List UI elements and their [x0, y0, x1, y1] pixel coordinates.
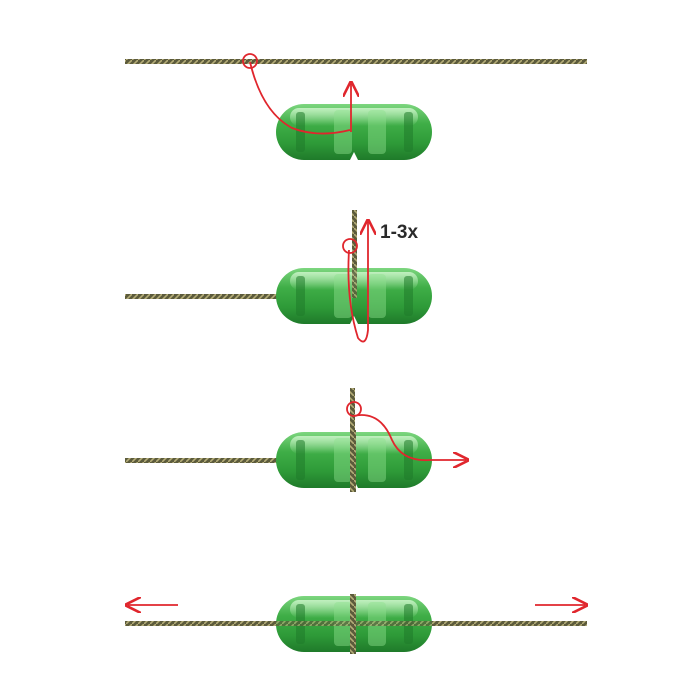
bead-stopper [276, 104, 432, 160]
red-thread [249, 61, 351, 135]
repeat-label: 1-3x [380, 222, 418, 243]
vertical-line [352, 210, 357, 298]
step-2: 1-3x [125, 210, 432, 343]
red-thread [352, 414, 466, 460]
loop-circle [342, 238, 358, 254]
main-line [125, 294, 355, 299]
red-thread [347, 222, 368, 343]
loop-circle [346, 401, 362, 417]
vertical-line [350, 388, 355, 448]
wrap-band [350, 594, 356, 654]
main-line [125, 458, 355, 463]
wrap-band [350, 430, 356, 492]
step-1 [125, 53, 587, 160]
main-line [125, 59, 587, 64]
step-3 [125, 388, 466, 492]
step-4 [125, 594, 587, 654]
loop-circle [242, 53, 258, 69]
